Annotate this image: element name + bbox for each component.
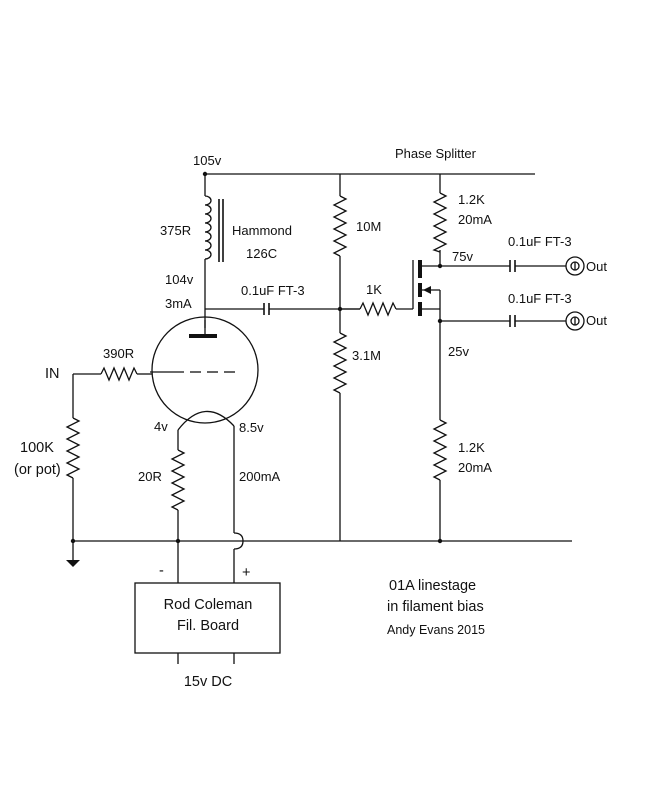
source-resistor — [432, 321, 448, 541]
coupling-cap-1-label: 0.1uF FT-3 — [241, 283, 305, 298]
input-resistor-note: (or pot) — [14, 462, 61, 478]
choke-name-line2: 126C — [246, 246, 277, 261]
filament-resistor — [170, 430, 186, 583]
ground-icon — [66, 541, 80, 567]
b-plus-voltage-label: 105v — [193, 153, 222, 168]
source-resistor-current: 20mA — [458, 460, 492, 475]
drain-resistor-value: 1.2K — [458, 192, 485, 207]
grid-stopper-resistor — [73, 366, 152, 382]
drain-resistor-current: 20mA — [458, 212, 492, 227]
b-plus-rail — [202, 171, 535, 177]
caption-line1: 01A linestage — [389, 578, 476, 594]
board-supply-label: 15v DC — [184, 674, 232, 690]
filament-resistor-label: 20R — [138, 469, 162, 484]
coupling-cap-2-label: 0.1uF FT-3 — [508, 234, 572, 249]
filament-pos-voltage: 8.5v — [239, 420, 264, 435]
gate-stopper-label: 1K — [366, 282, 382, 297]
choke-name-line1: Hammond — [232, 223, 292, 238]
bias-bottom-label: 3.1M — [352, 348, 381, 363]
output-1-label: Out — [586, 259, 607, 274]
phase-splitter-title: Phase Splitter — [395, 146, 477, 161]
bias-resistor-top — [332, 174, 348, 316]
output-2-jack-icon — [565, 311, 585, 331]
input-label: IN — [45, 366, 60, 382]
output-1-wire — [440, 260, 566, 272]
drain-voltage-label: 75v — [452, 249, 473, 264]
source-voltage-label: 25v — [448, 344, 469, 359]
output-2-wire — [437, 315, 566, 327]
choke-resistance-label: 375R — [160, 223, 191, 238]
board-plus-label: + — [242, 565, 250, 581]
bias-top-label: 10M — [356, 219, 381, 234]
input-resistor — [65, 374, 81, 541]
output-2-label: Out — [586, 313, 607, 328]
caption-line2: in filament bias — [387, 599, 484, 615]
source-resistor-value: 1.2K — [458, 440, 485, 455]
plate-voltage-label: 104v — [165, 272, 194, 287]
filament-positive-wire — [233, 426, 244, 583]
filament-board-box — [134, 582, 281, 664]
choke-inductor — [204, 174, 224, 328]
board-line1: Rod Coleman — [164, 597, 253, 613]
filament-neg-voltage: 4v — [154, 419, 168, 434]
mosfet — [412, 250, 441, 321]
triode-tube — [150, 316, 259, 431]
plate-current-label: 3mA — [165, 296, 192, 311]
plate-coupling-wire — [205, 303, 360, 315]
grid-stopper-label: 390R — [103, 346, 134, 361]
input-resistor-value: 100K — [20, 440, 54, 456]
filament-current-label: 200mA — [239, 469, 281, 484]
ground-rail — [70, 538, 572, 544]
bias-resistor-bottom — [332, 316, 348, 541]
board-line2: Fil. Board — [177, 618, 239, 634]
gate-stopper-resistor — [340, 301, 413, 317]
output-1-jack-icon — [565, 256, 585, 276]
coupling-cap-3-label: 0.1uF FT-3 — [508, 291, 572, 306]
board-minus-label: - — [159, 563, 164, 579]
caption-author: Andy Evans 2015 — [387, 623, 485, 637]
